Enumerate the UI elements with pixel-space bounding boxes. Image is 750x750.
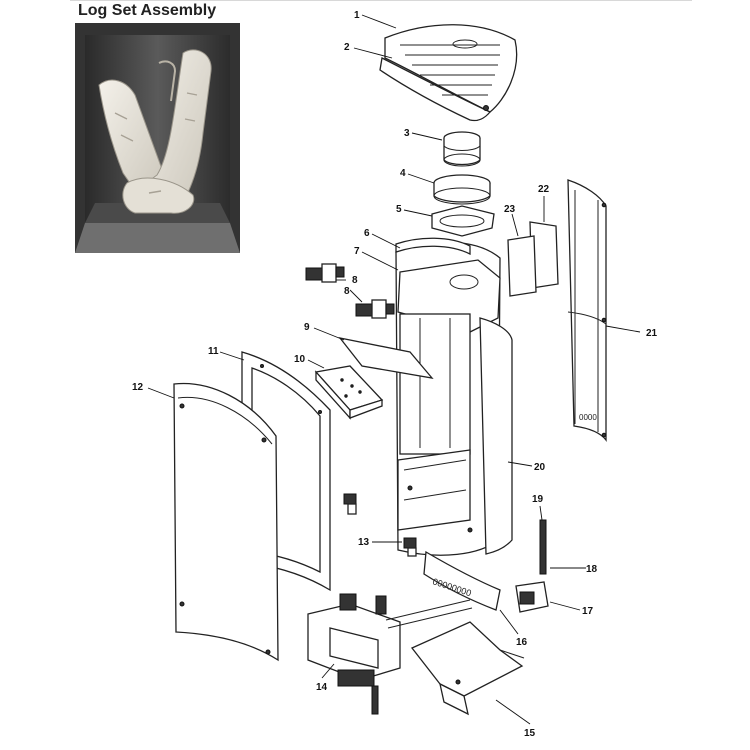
callout-21: 21 [646,328,658,339]
side-frame-rail: 0000 [567,179,607,442]
callout-12: 12 [132,382,144,393]
top-grill-plate [379,24,518,122]
flue-collar [443,131,481,167]
valve-connector-lower [403,537,417,557]
connector-upper [305,263,345,283]
flue-ring [433,174,491,205]
vent-grille: 00000000 [423,550,501,611]
firebox-body [395,237,513,556]
mounting-bracket [410,621,525,716]
svg-text:0000: 0000 [579,413,597,422]
callout-6: 6 [364,228,370,239]
callout-14: 14 [316,682,328,693]
callout-1: 1 [354,10,360,21]
callout-23: 23 [504,204,516,215]
flue-gasket [431,205,495,237]
callout-2: 2 [344,42,350,53]
page-title: Log Set Assembly [78,2,217,19]
top-divider [70,0,692,1]
callout-4: 4 [400,168,406,179]
callout-3: 3 [404,128,410,139]
callout-15: 15 [524,728,536,739]
front-glass-panel [173,382,279,662]
connector-lower [355,299,395,319]
callout-8a: 8 [352,275,358,286]
callout-9: 9 [304,322,310,333]
baffle-plate [338,337,434,379]
side-insulation-panels [507,221,559,297]
burner-tray [314,365,384,420]
control-rod [539,519,547,575]
leader-lines [147,14,641,725]
callout-8b: 8 [344,286,350,297]
valve-connector-upper [343,493,357,515]
callout-19: 19 [532,494,544,505]
callout-18: 18 [586,564,598,575]
gas-valve-assembly [307,593,473,715]
callout-10: 10 [294,354,306,365]
control-module [515,581,549,613]
callout-16: 16 [516,637,528,648]
callout-5: 5 [396,204,402,215]
log-set-photo [75,23,240,253]
callout-13: 13 [358,537,370,548]
callout-11: 11 [208,346,219,357]
callout-20: 20 [534,462,546,473]
callout-labels: 1 2 3 4 5 6 7 8 8 9 10 11 12 13 14 15 16… [132,10,658,739]
callout-22: 22 [538,184,550,195]
callout-7: 7 [354,246,360,257]
callout-17: 17 [582,606,594,617]
